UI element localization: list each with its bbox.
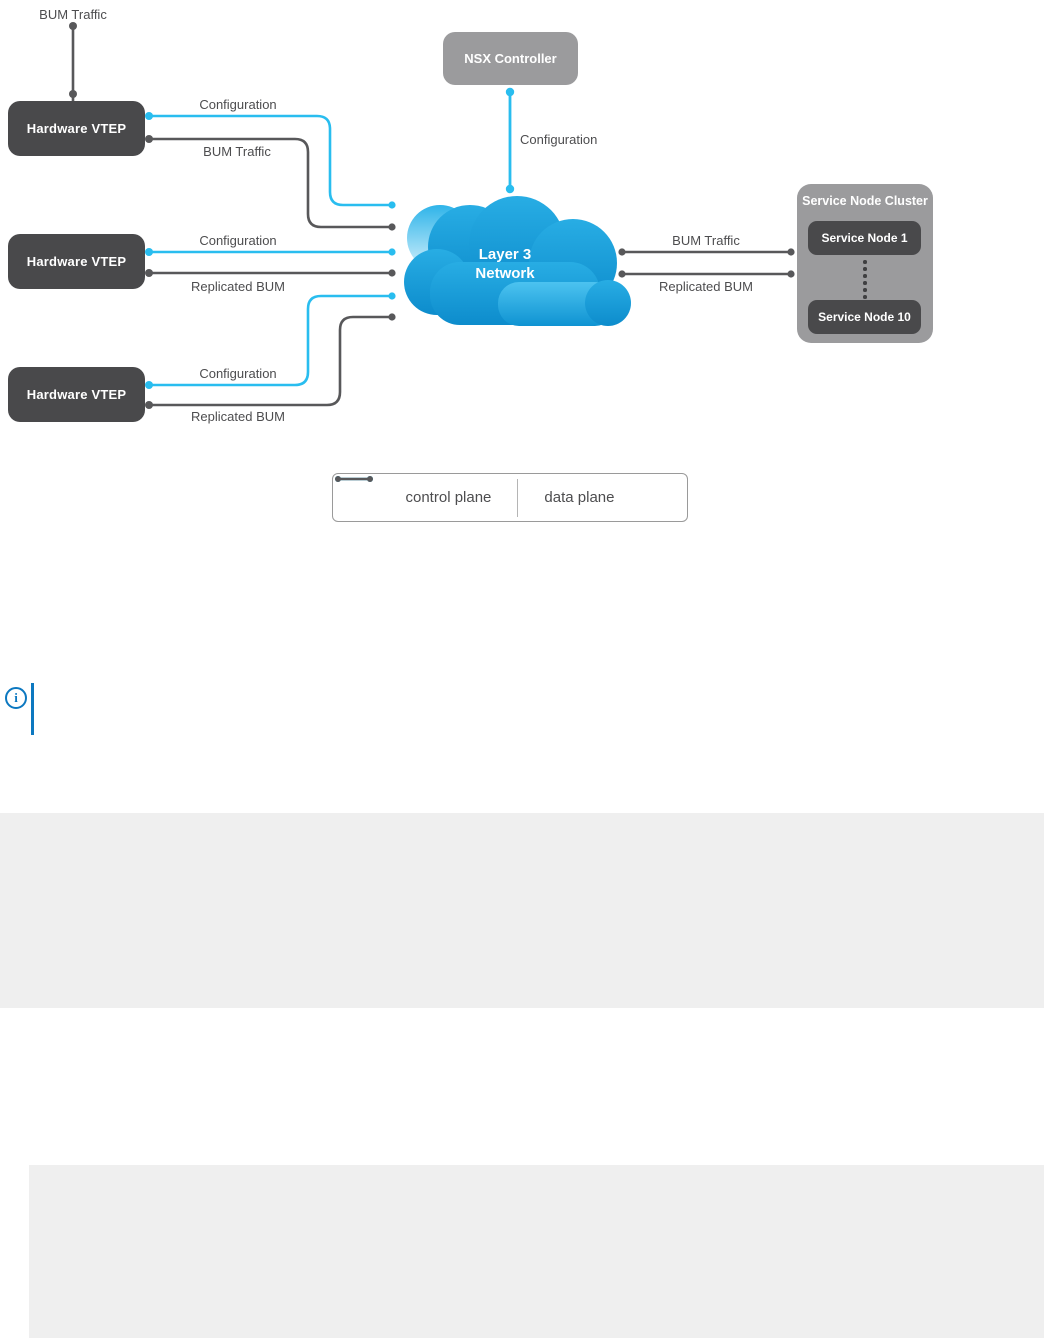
top-bum-edge xyxy=(69,22,77,101)
cluster-bum-label: BUM Traffic xyxy=(672,233,740,248)
vtep2-configuration-edge xyxy=(145,248,396,256)
legend-data-plane: data plane xyxy=(335,476,615,506)
vtep3-configuration-label: Configuration xyxy=(199,366,277,381)
diagram-canvas xyxy=(69,22,795,409)
hardware-vtep-2-node: Hardware VTEP xyxy=(8,234,145,289)
vtep1-configuration-label: Configuration xyxy=(199,97,277,112)
hardware-vtep-1-node: Hardware VTEP xyxy=(8,101,145,156)
vtep1-bum-label: BUM Traffic xyxy=(203,144,271,159)
vtep1-configuration-edge xyxy=(145,112,396,209)
vtep2-replicated-edge xyxy=(145,269,396,277)
hardware-vtep-3-node: Hardware VTEP xyxy=(8,367,145,422)
legend-data-plane-label: data plane xyxy=(544,489,615,506)
vtep3-configuration-edge xyxy=(145,292,396,389)
vtep2-replicated-label: Replicated BUM xyxy=(191,279,285,294)
note-accent-bar xyxy=(31,683,34,735)
content-placeholder-panel-1 xyxy=(0,813,1044,1008)
top-bum-label: BUM Traffic xyxy=(39,7,107,22)
cluster-replicated-label: Replicated BUM xyxy=(659,279,753,294)
info-icon: i xyxy=(5,687,27,709)
cluster-bum-edge xyxy=(618,248,795,256)
legend-control-plane-label: control plane xyxy=(405,489,492,506)
layer3-line1: Layer 3 xyxy=(478,246,532,263)
vtep1-bum-edge xyxy=(145,135,396,231)
service-node-1: Service Node 1 xyxy=(808,221,921,255)
nsx-controller-node: NSX Controller xyxy=(443,32,578,85)
nsx-configuration-edge xyxy=(505,87,515,194)
legend-control-plane: control plane xyxy=(335,476,492,506)
cluster-replicated-edge xyxy=(618,270,795,278)
legend-divider xyxy=(517,478,519,517)
service-node-10: Service Node 10 xyxy=(808,300,921,334)
content-placeholder-panel-2 xyxy=(29,1165,1044,1338)
layer3-line2: Network xyxy=(475,265,535,282)
ellipsis-dots-icon xyxy=(797,260,933,306)
legend: control plane data plane xyxy=(332,473,688,522)
vtep3-replicated-edge xyxy=(145,313,396,409)
service-node-cluster: Service Node Cluster Service Node 1 Serv… xyxy=(797,184,933,343)
layer3-network-cloud xyxy=(404,196,631,326)
data-plane-line-icon xyxy=(335,476,373,482)
service-node-cluster-title: Service Node Cluster xyxy=(802,194,928,208)
layer3-network-label: Layer 3 Network xyxy=(440,245,570,283)
nsx-configuration-label: Configuration xyxy=(520,132,598,147)
vtep3-replicated-label: Replicated BUM xyxy=(191,409,285,424)
vtep2-configuration-label: Configuration xyxy=(199,233,277,248)
